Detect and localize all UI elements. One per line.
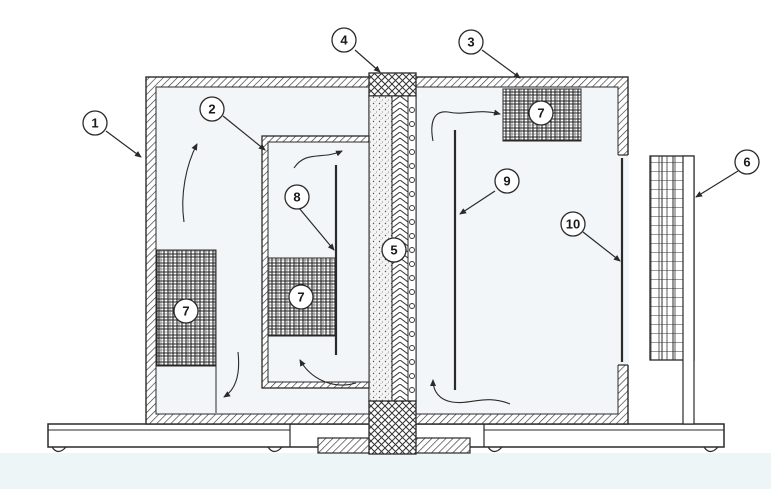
callout-7-top-right: 7 (528, 100, 554, 126)
callout-4-label: 4 (340, 33, 348, 48)
callout-7-inner-label: 7 (297, 290, 304, 305)
callout-9-label: 9 (503, 174, 510, 189)
callout-6: 6 (734, 149, 760, 175)
callout-8: 8 (284, 184, 310, 210)
leader-lines (105, 49, 739, 262)
floor-band (0, 453, 771, 489)
callout-5: 5 (381, 237, 407, 263)
callout-5-label: 5 (390, 243, 397, 258)
callout-7-left-label: 7 (182, 304, 189, 319)
callout-7-inner: 7 (288, 284, 314, 310)
callout-10: 10 (560, 211, 586, 237)
callout-7-left: 7 (173, 298, 199, 324)
callout-6-label: 6 (743, 155, 750, 170)
callout-10-label: 10 (566, 217, 580, 232)
external-radiator (649, 155, 695, 425)
callout-3: 3 (458, 29, 484, 55)
callout-9: 9 (494, 168, 520, 194)
callout-8-label: 8 (293, 190, 300, 205)
callout-4: 4 (331, 27, 357, 53)
center-wall (368, 72, 417, 455)
mesh-block-left (156, 249, 217, 367)
callout-2-label: 2 (208, 102, 215, 117)
callout-1: 1 (82, 110, 108, 136)
inner-chamber (261, 135, 370, 389)
callout-1-label: 1 (91, 116, 98, 131)
callout-2: 2 (199, 96, 225, 122)
callout-7-top-right-label: 7 (537, 106, 544, 121)
callout-3-label: 3 (467, 35, 474, 50)
callouts: 1 2 3 4 5 6 7 7 (82, 27, 760, 324)
airflow-arrows (182, 109, 511, 405)
